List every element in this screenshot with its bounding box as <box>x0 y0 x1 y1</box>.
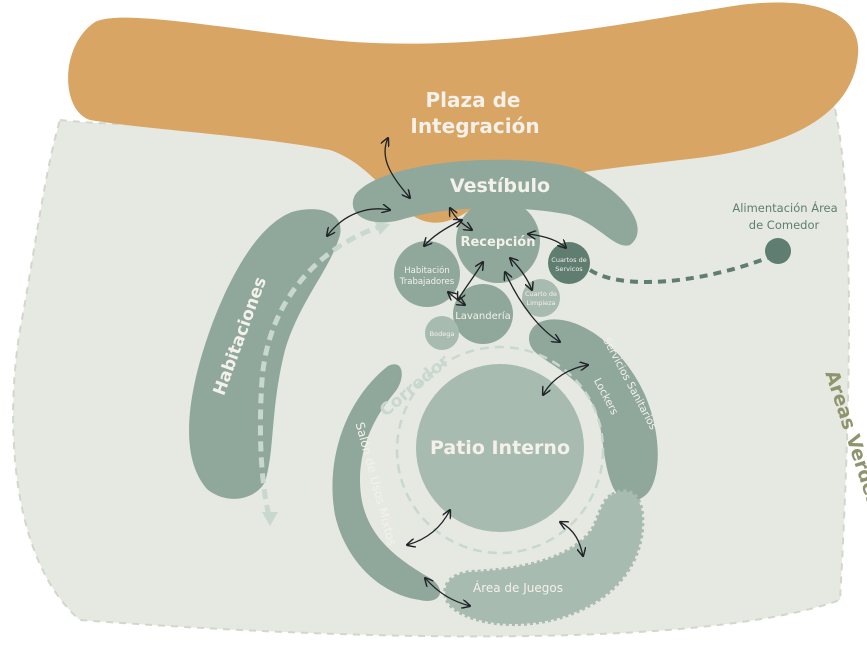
plaza-label-line2: Integración <box>410 114 539 138</box>
corridor-arrow-down <box>262 512 278 526</box>
area-juegos-label: Área de Juegos <box>473 580 563 595</box>
bodega-circle <box>425 316 459 350</box>
habitacion-trab-label-1: Habitación <box>404 265 450 276</box>
arrow-habitacion-lavanderia <box>448 292 465 305</box>
patio-interno-circle <box>416 364 584 532</box>
relationship-arrows <box>327 138 588 606</box>
recepcion-label: Recepción <box>460 235 535 250</box>
habitacion-trab-label-2: Trabajadores <box>399 277 455 287</box>
salon-band-shape <box>332 364 441 601</box>
plaza-shape <box>68 2 859 223</box>
vestibulo-label: Vestíbulo <box>450 175 550 197</box>
arrow-patio-salon <box>407 510 450 545</box>
arrow-recepcion-habitacion <box>424 220 462 246</box>
arrow-recepcion-servicios <box>528 234 566 248</box>
corridor-dashed-path <box>257 222 386 521</box>
arrow-recepcion-sanitarios <box>505 272 560 342</box>
corredor-ring <box>395 345 605 555</box>
plaza-label-line1: Plaza de <box>426 88 521 112</box>
cuartos-servicios-label-1: Cuartos de <box>551 256 586 264</box>
arrow-patio-juegos <box>560 522 583 556</box>
bodega-label: Bodega <box>430 330 455 338</box>
lavanderia-label: Lavandería <box>455 310 511 322</box>
alimentacion-connector <box>588 253 776 284</box>
cuarto-limpieza-label-1: Cuarto de <box>525 290 557 298</box>
cuartos-servicios-label-2: Servicos <box>555 265 583 273</box>
alimentacion-label-2: de Comedor <box>749 218 820 232</box>
arrow-habitaciones-vestibulo <box>327 209 390 236</box>
cuarto-limpieza-label-2: Limpieza <box>526 299 555 307</box>
habitacion-trabajadores-circle <box>394 241 460 307</box>
patio-interno-label: Patio Interno <box>430 437 570 459</box>
arrow-patio-sanitarios <box>543 365 588 395</box>
alimentacion-label-1: Alimentación Área <box>732 200 837 215</box>
arrow-plaza-vestibulo <box>385 138 410 198</box>
arrow-salon-juegos <box>425 578 470 606</box>
alimentacion-dot <box>765 238 791 264</box>
